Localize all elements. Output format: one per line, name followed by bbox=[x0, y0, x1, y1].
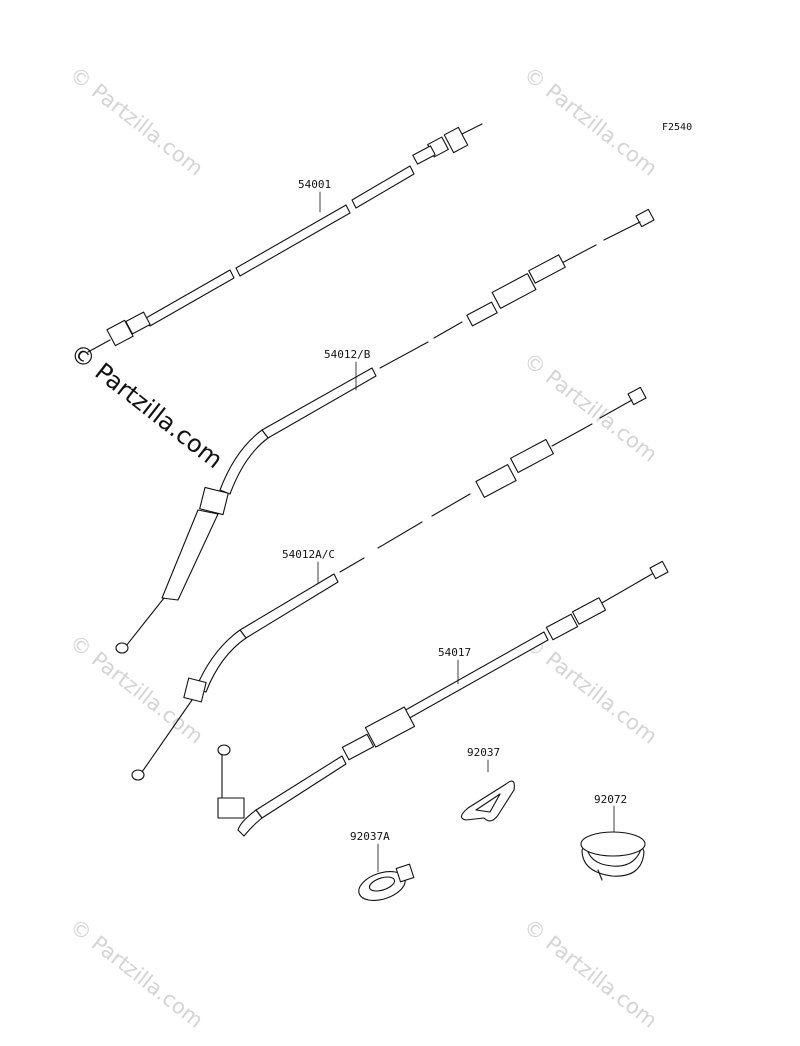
cable-54001 bbox=[87, 123, 483, 353]
part-92037 bbox=[460, 780, 515, 822]
part-label-92037[interactable]: 92037 bbox=[467, 746, 501, 759]
part-label-92072[interactable]: 92072 bbox=[594, 793, 628, 806]
part-label-54017[interactable]: 54017 bbox=[438, 646, 472, 659]
part-label-92037a[interactable]: 92037A bbox=[350, 830, 390, 843]
part-92072 bbox=[580, 831, 646, 881]
part-92037a bbox=[358, 863, 415, 901]
cable-54017 bbox=[217, 560, 669, 837]
cable-54012-b bbox=[115, 208, 655, 654]
part-label-54001[interactable]: 54001 bbox=[298, 178, 332, 191]
figure-code: F2540 bbox=[662, 122, 693, 133]
part-label-54012-b[interactable]: 54012/B bbox=[324, 348, 371, 361]
leader-lines bbox=[317, 191, 615, 873]
cable-54012a-c bbox=[131, 386, 647, 781]
part-label-54012a-c[interactable]: 54012A/C bbox=[282, 548, 335, 561]
